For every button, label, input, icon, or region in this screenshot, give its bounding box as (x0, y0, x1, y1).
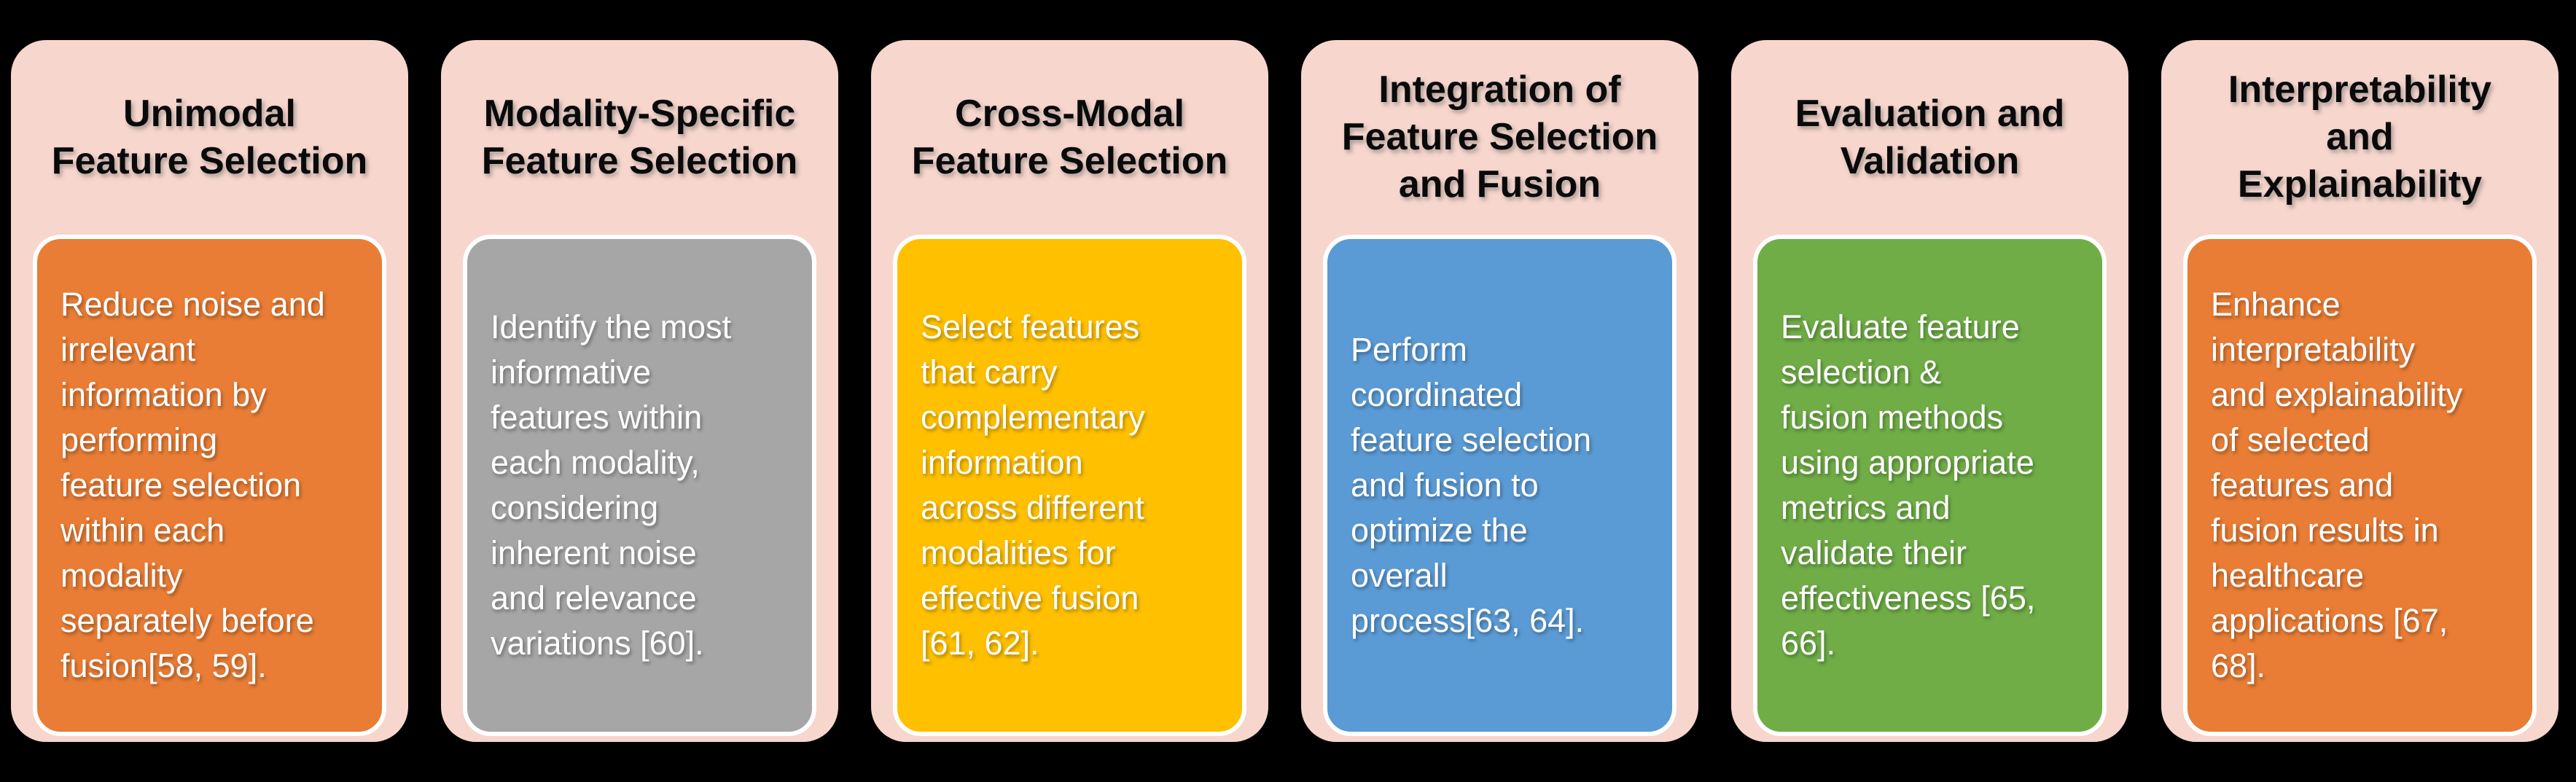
card-title: Modality-Specific Feature Selection (481, 92, 798, 182)
card-title-area: Interpretability and Explainability (2161, 40, 2559, 235)
card-modality-specific-feature-selection: Modality-Specific Feature Selection Iden… (441, 40, 838, 742)
card-body-panel: Reduce noise and irrelevant information … (33, 235, 386, 736)
card-body-text: Select features that carry complementary… (921, 308, 1145, 662)
card-title-area: Unimodal Feature Selection (11, 40, 408, 235)
card-title: Unimodal Feature Selection (51, 92, 368, 182)
card-body-text: Perform coordinated feature selection an… (1351, 330, 1592, 640)
card-body-panel: Perform coordinated feature selection an… (1323, 235, 1677, 736)
card-interpretability-and-explainability: Interpretability and Explainability Enha… (2161, 40, 2559, 742)
card-body-text: Evaluate feature selection & fusion meth… (1781, 308, 2036, 662)
card-body-text: Reduce noise and irrelevant information … (61, 285, 325, 685)
card-title-area: Cross-Modal Feature Selection (871, 40, 1268, 235)
card-integration-of-feature-selection-and-fusion: Integration of Feature Selection and Fus… (1301, 40, 1698, 742)
process-cards-row: Unimodal Feature Selection Reduce noise … (11, 40, 2559, 742)
card-body-panel: Evaluate feature selection & fusion meth… (1753, 235, 2107, 736)
card-title: Integration of Feature Selection and Fus… (1341, 69, 1658, 206)
card-body-text: Enhance interpretability and explainabil… (2211, 285, 2463, 685)
card-title: Interpretability and Explainability (2228, 69, 2492, 206)
card-body-panel: Identify the most informative features w… (463, 235, 816, 736)
card-title-area: Evaluation and Validation (1731, 40, 2128, 235)
card-unimodal-feature-selection: Unimodal Feature Selection Reduce noise … (11, 40, 408, 742)
card-title: Evaluation and Validation (1795, 92, 2065, 182)
card-title: Cross-Modal Feature Selection (911, 92, 1228, 182)
card-cross-modal-feature-selection: Cross-Modal Feature Selection Select fea… (871, 40, 1268, 742)
card-evaluation-and-validation: Evaluation and Validation Evaluate featu… (1731, 40, 2128, 742)
card-title-area: Integration of Feature Selection and Fus… (1301, 40, 1698, 235)
card-body-panel: Select features that carry complementary… (893, 235, 1246, 736)
card-body-text: Identify the most informative features w… (491, 308, 732, 662)
card-body-panel: Enhance interpretability and explainabil… (2183, 235, 2537, 736)
card-title-area: Modality-Specific Feature Selection (441, 40, 838, 235)
